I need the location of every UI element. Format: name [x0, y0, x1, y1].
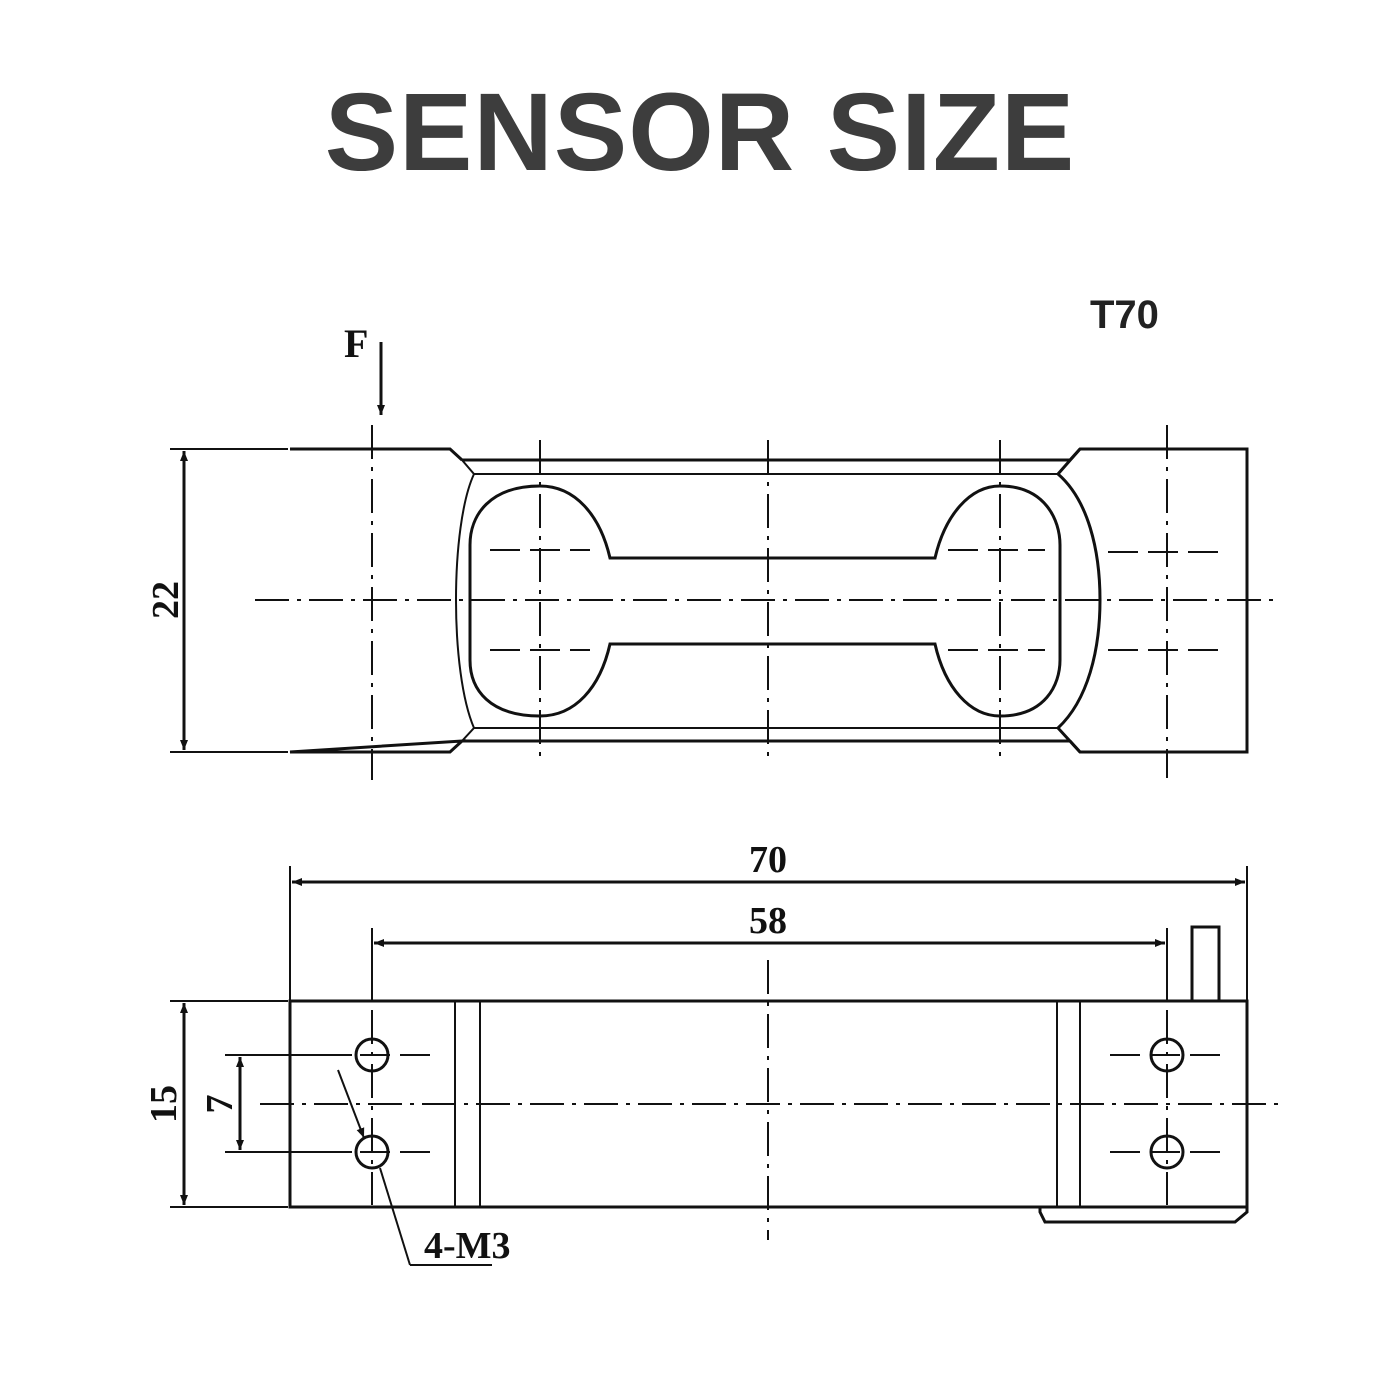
dimension-7-label: 7: [199, 1095, 241, 1114]
cable-stub: [1190, 925, 1221, 1003]
dimension-58: 58: [371, 900, 1168, 1000]
dimension-58-label: 58: [749, 900, 787, 942]
body-outline: [289, 447, 467, 754]
side-view-centerlines: [260, 960, 1278, 1240]
callout-4-m3: 4-M3: [337, 1069, 511, 1267]
inner-cavity-outline: [454, 473, 1102, 729]
dimension-22: 22: [145, 448, 288, 753]
dimension-70-label: 70: [749, 839, 787, 881]
model-label: T70: [1090, 293, 1159, 337]
side-view: 70 58: [143, 839, 1278, 1267]
dimension-15: 15: [143, 1000, 288, 1208]
binocular-slot: [468, 484, 1062, 718]
force-label: F: [344, 321, 368, 366]
top-view: F: [145, 321, 1278, 780]
page-title: SENSOR SIZE: [324, 71, 1076, 194]
hatched-top-strip: [459, 459, 1073, 475]
hatched-bottom-strip: [459, 727, 1073, 742]
dimension-7: 7: [199, 1054, 352, 1153]
dimension-22-label: 22: [145, 581, 187, 619]
dimension-15-label: 15: [143, 1085, 185, 1123]
body-bottom-step: [1068, 739, 1082, 754]
callout-4-m3-label: 4-M3: [424, 1225, 511, 1267]
body-top-step: [1068, 447, 1082, 462]
top-view-centerlines: [255, 425, 1278, 780]
dimension-70: 70: [289, 839, 1248, 1000]
hatched-bottom-lip: [1038, 1205, 1249, 1224]
